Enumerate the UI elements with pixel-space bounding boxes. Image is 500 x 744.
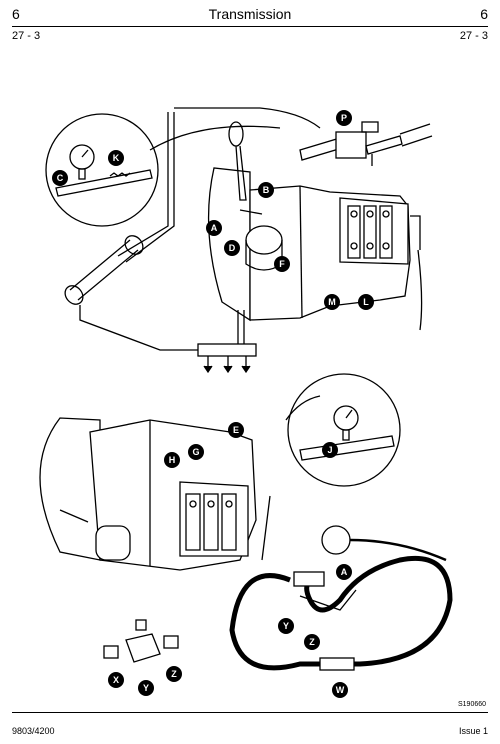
figure-reference: S190660 [458,701,486,708]
callout-p: P [336,110,352,126]
callout-k: K [108,150,124,166]
callout-w: W [332,682,348,698]
callout-h: H [164,452,180,468]
page-number-left: 27 - 3 [12,30,41,42]
svg-text:W: W [336,685,345,695]
callout-z-hose: Z [304,634,320,650]
callout-y: Y [138,680,154,696]
section-number-left: 6 [12,6,20,22]
callout-f: F [274,256,290,272]
callout-m: M [324,294,340,310]
document-number: 9803/4200 [12,726,55,736]
svg-text:P: P [341,113,347,123]
callout-c: C [52,170,68,186]
svg-text:B: B [263,185,270,195]
issue-number: Issue 1 [458,726,488,736]
svg-text:Z: Z [171,669,177,679]
callout-d: D [224,240,240,256]
page-header: 6 Transmission 6 [12,6,488,26]
svg-text:Y: Y [143,683,149,693]
header-rule [12,26,488,27]
svg-text:A: A [341,567,348,577]
page-number-right: 27 - 3 [459,30,488,42]
svg-text:D: D [229,243,236,253]
callout-g: G [188,444,204,460]
svg-text:X: X [113,675,119,685]
svg-text:G: G [192,447,199,457]
footer-rule [12,712,488,713]
svg-text:E: E [233,425,239,435]
svg-text:J: J [327,445,332,455]
callout-e: E [228,422,244,438]
callout-a-bottom: A [336,564,352,580]
svg-text:L: L [363,297,369,307]
callout-z: Z [166,666,182,682]
callout-x: X [108,672,124,688]
gauge-detail-inset-top [45,113,159,227]
svg-text:C: C [57,173,64,183]
svg-text:H: H [169,455,176,465]
svg-text:A: A [211,223,218,233]
svg-text:Z: Z [309,637,315,647]
callout-y-hose: Y [278,618,294,634]
page-title: Transmission [208,6,292,22]
callout-l: L [358,294,374,310]
callout-a-top: A [206,220,222,236]
section-number-right: 6 [480,6,488,22]
svg-text:Y: Y [283,621,289,631]
svg-text:M: M [328,297,336,307]
callout-j: J [322,442,338,458]
svg-text:K: K [113,153,120,163]
callout-labels: P K C B A D F M L E G H J A Y Z X Y Z W [52,110,374,698]
svg-text:F: F [279,259,285,269]
callout-b: B [258,182,274,198]
